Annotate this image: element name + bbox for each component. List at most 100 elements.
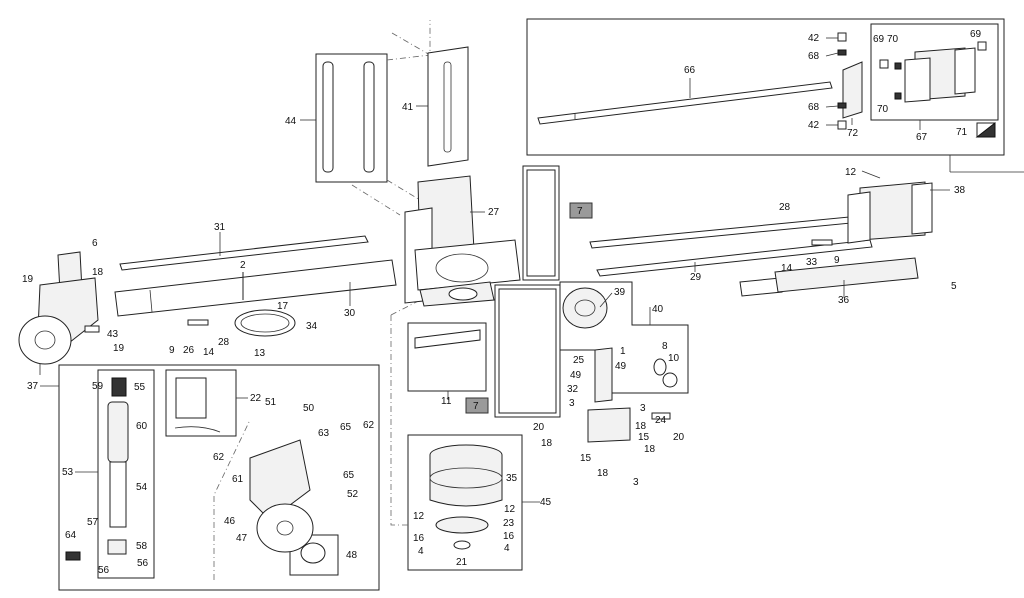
- callout-3: 3: [633, 477, 639, 488]
- callout-47: 47: [236, 533, 248, 544]
- callout-37: 37: [27, 381, 39, 392]
- callout-9: 9: [834, 255, 840, 266]
- caster-wheel-hub: [34, 330, 56, 350]
- callout-18: 18: [92, 267, 104, 278]
- screw-48-box: [289, 534, 339, 576]
- wheel-47-hub: [276, 520, 294, 536]
- wheel-47: [256, 503, 314, 553]
- tube-54: [109, 461, 127, 528]
- callout-50: 50: [303, 403, 315, 414]
- callout-16: 16: [503, 531, 515, 542]
- callout-9: 9: [169, 345, 175, 356]
- motor-40-box: [559, 281, 689, 394]
- bracket-11-part: [414, 329, 481, 349]
- callout-14: 14: [203, 347, 215, 358]
- callout-24: 24: [655, 415, 667, 426]
- cylinder-36-rod: [739, 277, 783, 297]
- callout-30: 30: [344, 308, 356, 319]
- callout-58: 58: [136, 541, 148, 552]
- callout-10: 10: [668, 353, 680, 364]
- guide-line: [391, 20, 431, 56]
- fitting-68a: [837, 49, 847, 56]
- callout-48: 48: [346, 550, 358, 561]
- tag-7-top: [569, 202, 593, 219]
- pin-24: [651, 412, 671, 420]
- callout-15: 15: [638, 432, 650, 443]
- pulley-45-box: [407, 434, 523, 571]
- screw-48: [300, 542, 326, 564]
- beam-30-edge: [149, 289, 153, 313]
- callout-70: 70: [887, 34, 899, 45]
- callout-5: 5: [951, 281, 957, 292]
- callout-19: 19: [113, 343, 125, 354]
- callout-7: 7: [473, 401, 479, 412]
- callout-18: 18: [635, 421, 647, 432]
- callout-44: 44: [285, 116, 297, 127]
- callout-18: 18: [597, 468, 609, 479]
- callout-68: 68: [808, 102, 820, 113]
- callout-19: 19: [22, 274, 34, 285]
- callout-57: 57: [87, 517, 99, 528]
- pin-26: [187, 319, 209, 326]
- top-right-assembly-box: [526, 18, 1005, 156]
- guide-line: [390, 289, 441, 316]
- callout-4: 4: [504, 543, 510, 554]
- cylinder-67-cap: [904, 57, 931, 103]
- callout-60: 60: [136, 421, 148, 432]
- callout-61: 61: [232, 474, 244, 485]
- rail-44a: [322, 61, 334, 173]
- pin-33: [811, 239, 833, 246]
- bracket-72: [842, 61, 863, 119]
- rack-29: [596, 239, 873, 277]
- ring-34-inner: [240, 313, 290, 333]
- cylinder-38-cap2: [911, 182, 933, 235]
- callout-12: 12: [504, 504, 516, 515]
- callout-28: 28: [218, 337, 230, 348]
- guide-line: [390, 315, 408, 526]
- callout-63: 63: [318, 428, 330, 439]
- washer-10: [662, 372, 678, 388]
- plate-7-top: [526, 169, 556, 277]
- callout-17: 17: [277, 301, 289, 312]
- plate-41: [427, 46, 469, 167]
- callout-42: 42: [808, 33, 820, 44]
- callout-labels: 42 68 68 42 72 66 69 70 69 70 67 71 44 4…: [22, 29, 982, 576]
- fitting-42a: [837, 32, 847, 42]
- callout-35: 35: [506, 473, 518, 484]
- callout-25: 25: [573, 355, 585, 366]
- bracket-11-box: [407, 322, 487, 392]
- callout-69: 69: [970, 29, 982, 40]
- plate-41-slot: [443, 61, 452, 153]
- callout-59: 59: [92, 381, 104, 392]
- base-23: [435, 516, 489, 534]
- spacer-8: [653, 358, 667, 376]
- callout-28: 28: [779, 202, 791, 213]
- rod-66: [537, 81, 833, 125]
- callout-20: 20: [673, 432, 685, 443]
- cap-55: [111, 377, 127, 397]
- sleeve-window: [435, 253, 489, 283]
- callout-43: 43: [107, 329, 119, 340]
- callout-15: 15: [580, 453, 592, 464]
- leader-lines: [39, 37, 1024, 503]
- callout-31: 31: [214, 222, 226, 233]
- pin-43: [84, 325, 100, 333]
- callout-38: 38: [954, 185, 966, 196]
- callout-64: 64: [65, 530, 77, 541]
- callout-14: 14: [781, 263, 793, 274]
- ring-34: [234, 309, 296, 337]
- callout-55: 55: [134, 382, 146, 393]
- callout-68: 68: [808, 51, 820, 62]
- motor-39: [562, 287, 608, 329]
- bottom-left-assembly-box: [58, 364, 380, 591]
- callout-33: 33: [806, 257, 818, 268]
- bit-64: [65, 551, 81, 561]
- fitting-42b: [837, 120, 847, 130]
- cartridge-53-box: [97, 369, 155, 579]
- callout-49: 49: [615, 361, 627, 372]
- fitting-69b: [977, 41, 987, 51]
- callout-49: 49: [570, 370, 582, 381]
- plate-7-bottom-box: [494, 284, 561, 418]
- callout-45: 45: [540, 497, 552, 508]
